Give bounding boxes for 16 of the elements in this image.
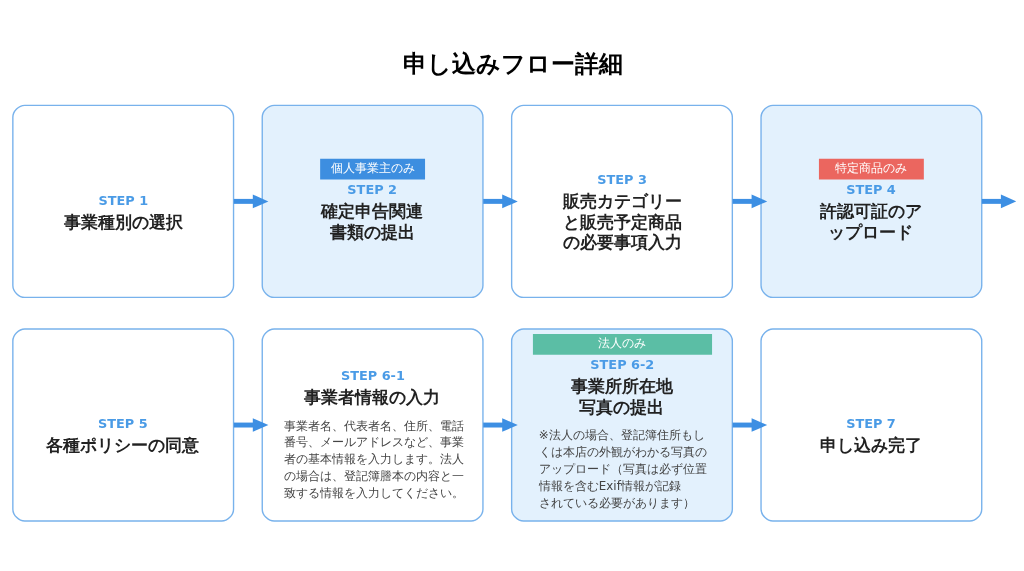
node-box: STEP 6-1 事業者情報の入力 事業者名、代表者名、住所、電話番号、メールアドレスなど、事業者の基本情報を入力します。法人の場合は、登記簿謄本の内容と一致する情報を入力してください。	[261, 328, 484, 522]
arrow	[483, 194, 518, 209]
diagram-title: 申し込みフロー詳細	[403, 49, 624, 78]
node-box: STEP 5 各種ポリシーの同意	[12, 328, 235, 522]
arrow	[981, 194, 1016, 209]
arrow	[233, 418, 269, 432]
node-box: STEP 7 申し込み完了	[760, 328, 983, 522]
arrow	[732, 194, 768, 209]
node-box: STEP 1 事業種別の選択	[12, 104, 235, 299]
arrow	[233, 194, 269, 209]
node-box: 法人のみ STEP 6-2 事業所所在地写真の提出 ※法人の場合、登記簿住所もしくは本店の外観がわかる写真のアップロード（写真は必ず位置情報を含むExif情報が記録されている必要があります）	[510, 328, 734, 522]
node-box: 個人事業主のみ STEP 2 確定申告関連書類の提出	[261, 104, 484, 299]
node-box: 特定商品のみ STEP 4 許認可証のアップロード	[760, 104, 983, 299]
node-box: STEP 3 販売カテゴリーと販売予定商品の必要事項入力	[510, 104, 734, 299]
arrow	[483, 418, 518, 432]
arrow	[732, 418, 768, 432]
